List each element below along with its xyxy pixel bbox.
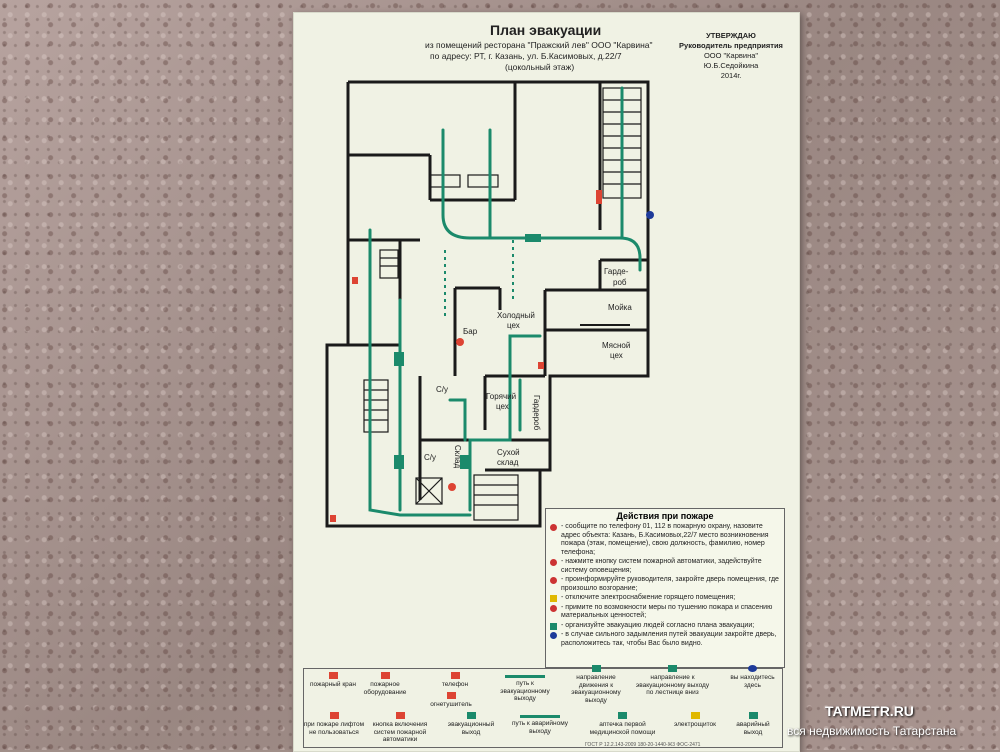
phone-icon	[550, 524, 557, 531]
room-cu-2: С/у	[424, 453, 436, 462]
plan-subtitle-3: (цокольный этаж)	[505, 62, 575, 72]
legend-you-are-here: вы находитесь здесь	[730, 665, 775, 689]
legend-electric-panel: электрощиток	[665, 712, 725, 729]
legend-fire-equipment: пожарное оборудование	[360, 672, 410, 696]
alarm-button-icon	[395, 712, 405, 719]
legend-emergency-path: путь к аварийному выходу	[505, 712, 575, 735]
you-are-here-icon	[550, 632, 557, 639]
room-garderobnaya: Гардероб	[532, 395, 541, 431]
legend-evac-exit: эвакуационный выход	[440, 712, 502, 736]
legend-fire-hydrant: пожарный кран	[308, 672, 358, 689]
room-garderob: Гарде-	[604, 267, 629, 276]
room-holodny-2: цех	[507, 321, 520, 330]
legend-evac-direction: направление движения к эвакуационному вы…	[565, 665, 627, 704]
legend-footer: ГОСТ Р 12.2.143-2009 180-20-1440-Ж3 ФОС-…	[585, 742, 701, 748]
room-bar: Бар	[463, 327, 478, 336]
telephone-icon	[450, 672, 460, 679]
fire-action-item: - в случае сильного задымления путей эва…	[550, 631, 781, 648]
room-suhoy: Сухой	[497, 448, 520, 457]
legend-evac-path: путь к эвакуационному выходу	[495, 672, 555, 703]
stairs-down-icon	[668, 665, 677, 672]
exit-icon	[550, 622, 557, 630]
extinguisher-icon	[550, 604, 557, 612]
fire-action-item: - отключите электроснабжение горящего по…	[550, 594, 781, 603]
watermark-tagline: вся недвижимость Татарстана	[787, 724, 957, 738]
alarm-button-icon	[550, 559, 557, 566]
approval-year: 2014г.	[720, 71, 742, 80]
approval-name: Ю.Б.Седойкина	[703, 61, 759, 70]
fire-action-item: - сообщите по телефону 01, 112 в пожарну…	[550, 523, 781, 557]
legend-first-aid: аптечка первой медицинской помощи	[585, 712, 660, 736]
legend-alarm-button: кнопка включения систем пожарной автомат…	[365, 712, 435, 744]
fire-action-item: - организуйте эвакуацию людей согласно п…	[550, 622, 781, 631]
legend-no-elevator: при пожаре лифтом не пользоваться	[303, 712, 365, 736]
fire-action-item: - проинформируйте руководителя, закройте…	[550, 576, 781, 593]
room-myasnoy-2: цех	[610, 351, 623, 360]
fire-action-item: - примите по возможности меры по тушению…	[550, 604, 781, 621]
room-goryachiy-2: цех	[496, 402, 509, 411]
plan-subtitle-1: из помещений ресторана "Пражский лев" ОО…	[425, 40, 653, 50]
fire-actions-title: Действия при пожаре	[616, 511, 714, 521]
plan-title: План эвакуации	[490, 22, 602, 38]
legend-panel	[303, 668, 783, 748]
approval-block: УТВЕРЖДАЮ Руководитель предприятия ООО "…	[672, 31, 790, 91]
approval-heading: УТВЕРЖДАЮ	[706, 31, 756, 40]
legend-emergency-exit: аварийный выход	[728, 712, 778, 736]
legend-extinguisher: огнетушитель	[420, 692, 482, 709]
room-myasnoy: Мясной	[602, 341, 630, 350]
approval-org: ООО "Карвина"	[703, 51, 759, 60]
room-garderob-2: роб	[613, 278, 627, 287]
legend-stairs-down: направление к эвакуационному выходу по л…	[635, 665, 710, 697]
route-arrow-icon	[505, 675, 545, 678]
extinguisher-icon	[446, 692, 456, 699]
fire-actions-list: - сообщите по телефону 01, 112 в пожарну…	[550, 523, 781, 649]
emergency-exit-icon	[748, 712, 758, 719]
door-icon	[550, 577, 557, 584]
electric-panel-icon	[690, 712, 700, 719]
fire-equipment-icon	[380, 672, 390, 679]
direction-sign-icon	[591, 665, 601, 672]
fire-action-item: - нажмите кнопку систем пожарной автомат…	[550, 558, 781, 575]
room-sklad: Склад	[453, 445, 462, 468]
fire-hydrant-icon	[328, 672, 338, 679]
watermark-site: TATMETR.RU	[825, 703, 914, 719]
no-elevator-icon	[329, 712, 339, 719]
legend-telephone: телефон	[430, 672, 480, 689]
room-cu-1: С/у	[436, 385, 448, 394]
you-are-here-icon	[748, 665, 757, 672]
plan-subtitle-2: по адресу: РТ, г. Казань, ул. Б.Касимовы…	[430, 51, 622, 61]
approval-role: Руководитель предприятия	[679, 41, 783, 50]
room-suhoy-2: склад	[497, 458, 519, 467]
fire-actions-panel: Действия при пожаре - сообщите по телефо…	[545, 508, 785, 668]
room-moika: Мойка	[608, 303, 632, 312]
first-aid-icon	[618, 712, 627, 719]
dotted-route-icon	[520, 715, 560, 718]
room-holodny: Холодный	[497, 311, 535, 320]
exit-sign-icon	[466, 712, 476, 719]
room-goryachiy: Горячий	[486, 392, 516, 401]
electric-panel-icon	[550, 595, 557, 602]
